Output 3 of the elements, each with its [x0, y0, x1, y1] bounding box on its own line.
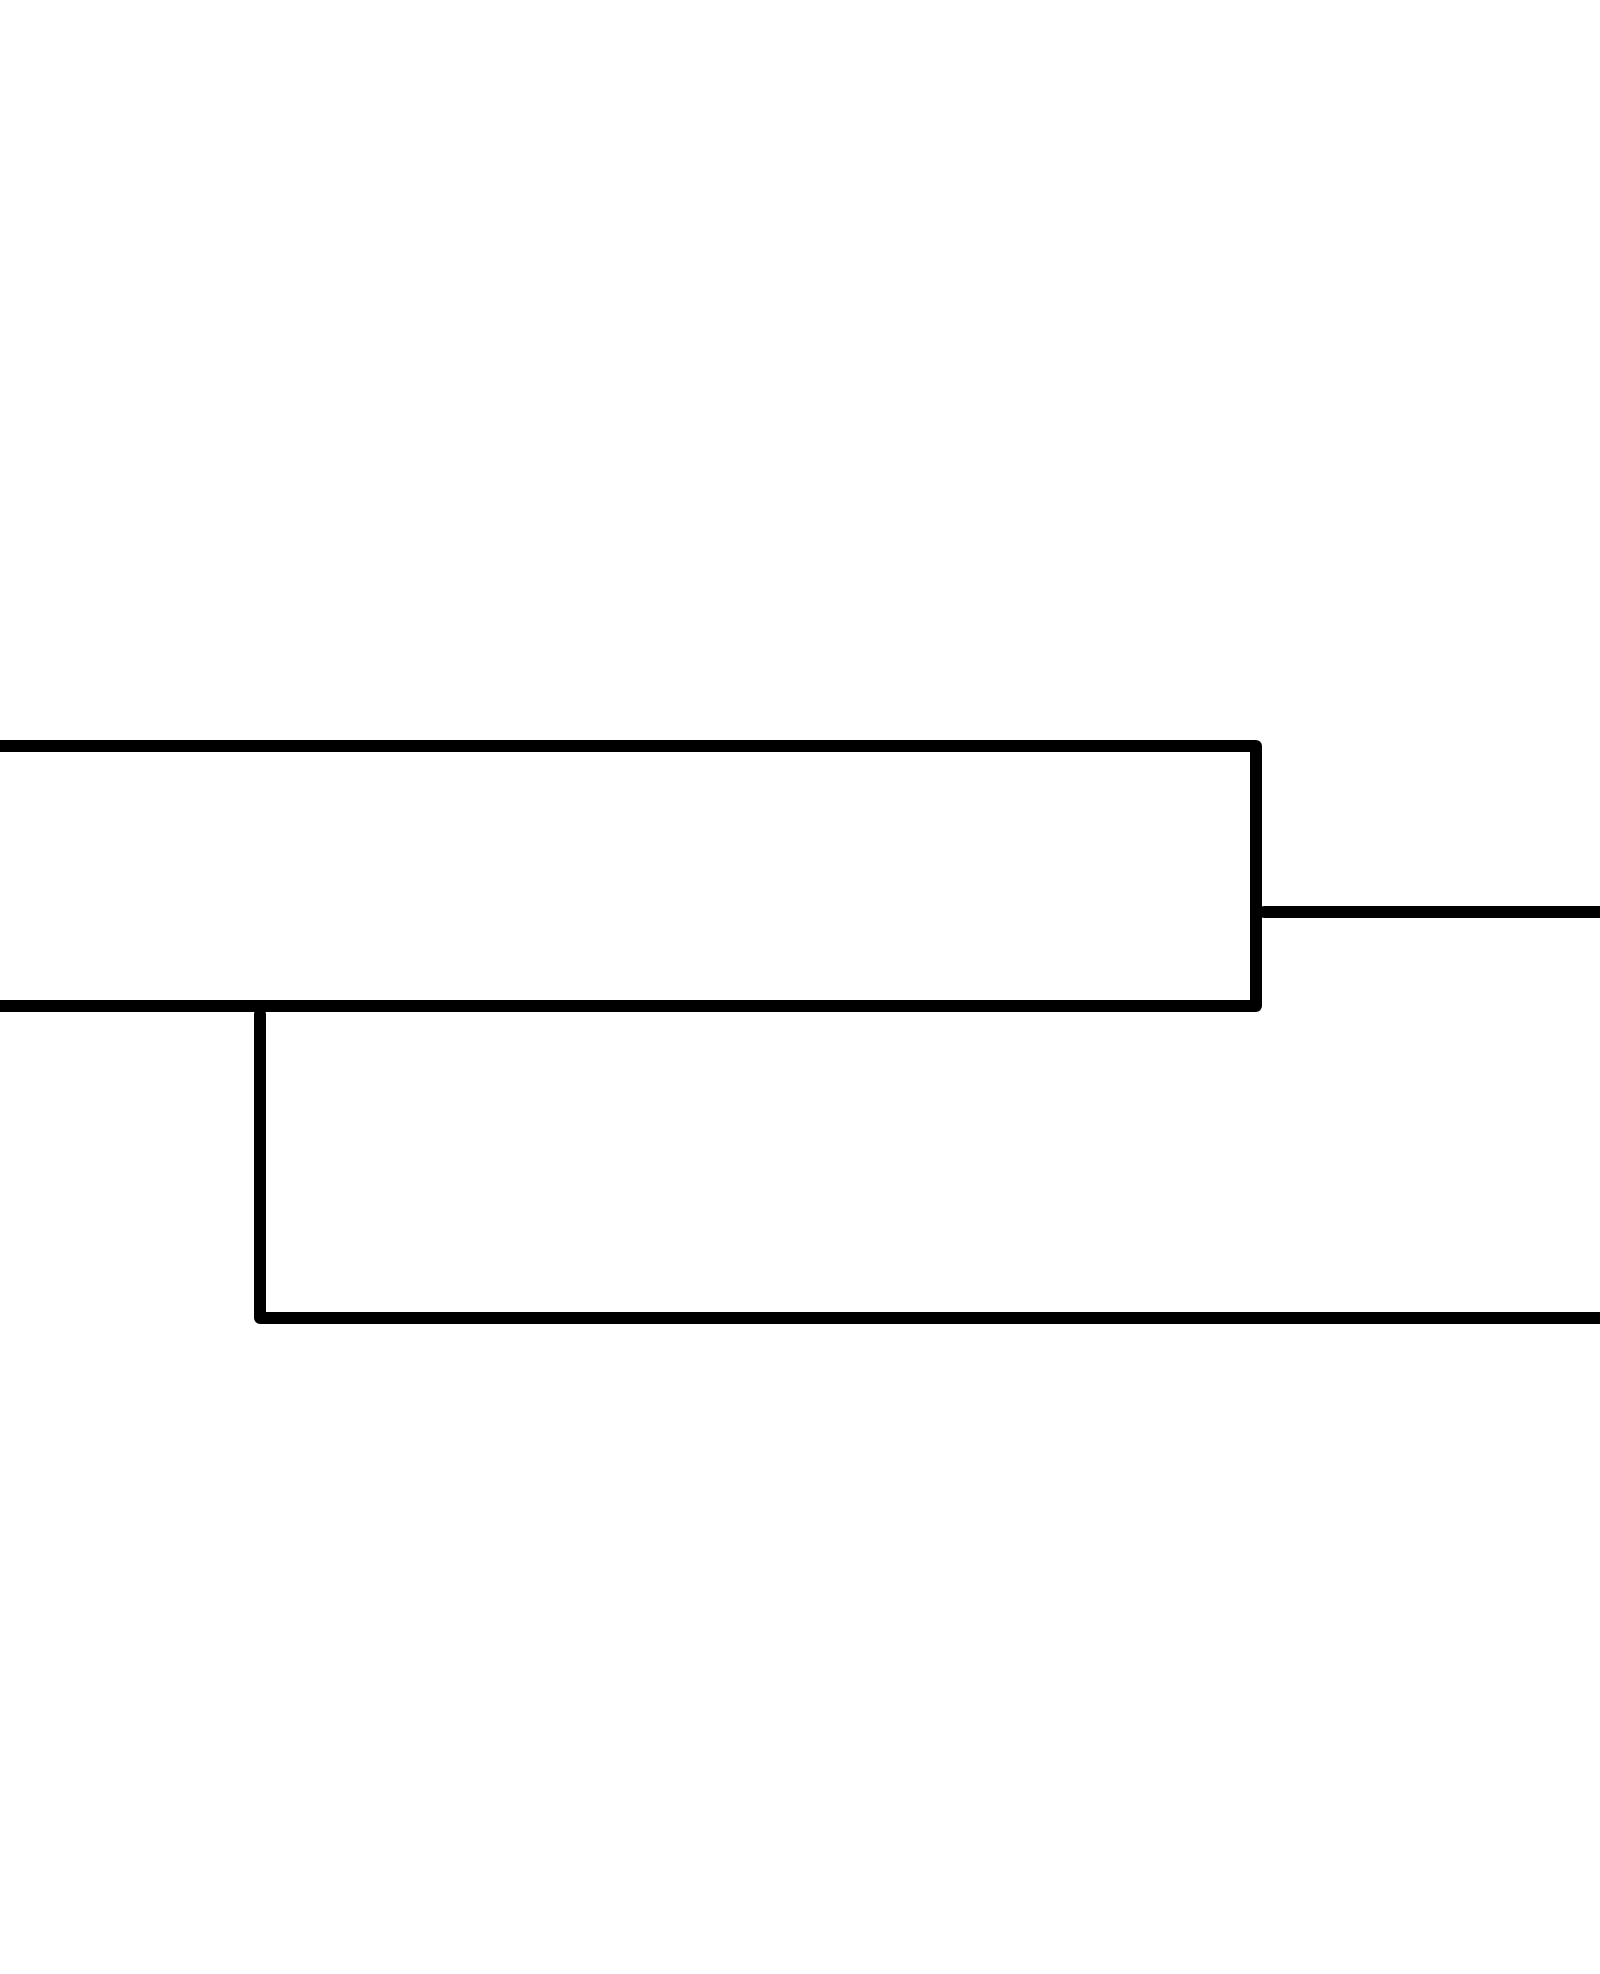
panel-border	[0, 740, 1262, 1012]
panel-border	[1258, 906, 1600, 918]
panel-border	[254, 1008, 1600, 1324]
